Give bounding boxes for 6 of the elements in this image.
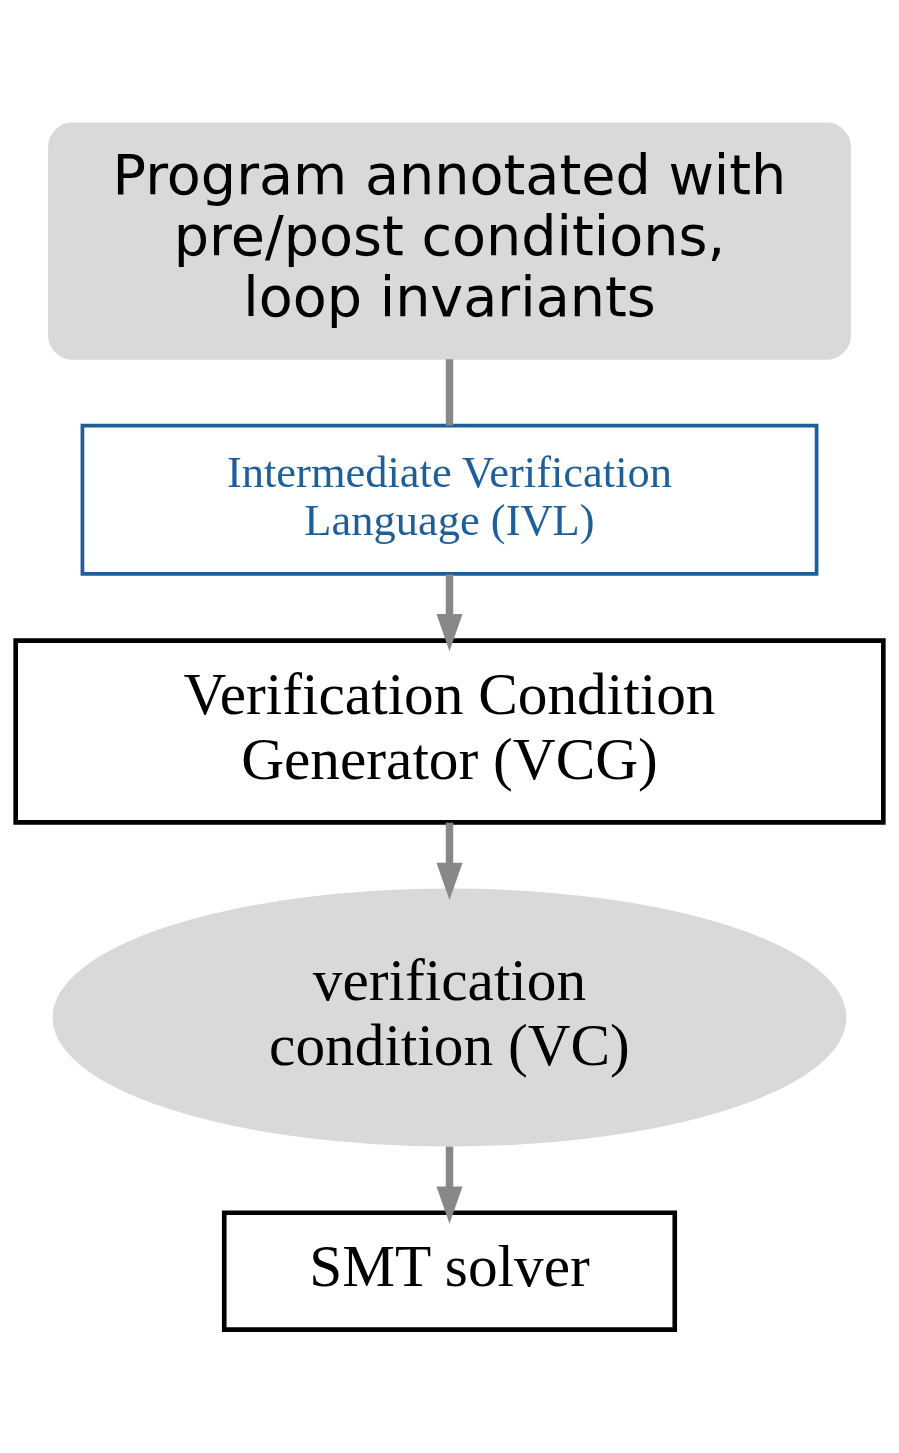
node-box: Program annotated with pre/post conditions, loop invariants (48, 122, 851, 360)
node-box: SMT solver (221, 1210, 678, 1332)
node-box: Intermediate Verification Language (IVL) (80, 423, 819, 576)
arrow (436, 1146, 463, 1224)
node-box: Verification Condition Generator (VCG) (13, 638, 886, 825)
node-ellipse: verification condition (VC) (52, 888, 847, 1147)
